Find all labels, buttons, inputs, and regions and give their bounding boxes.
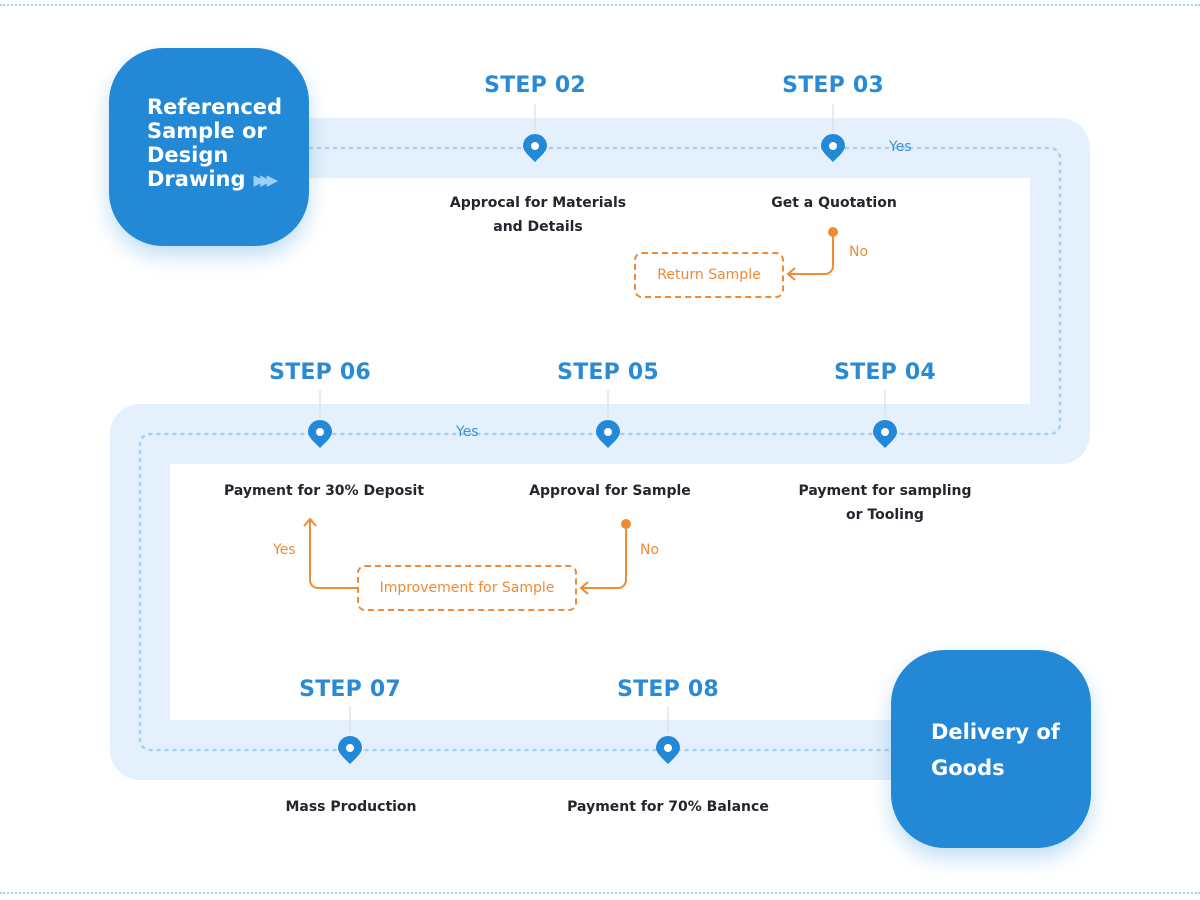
step-02-caption: Approcal for Materials and Details	[418, 191, 658, 239]
caption-line: Get a Quotation	[771, 195, 897, 211]
start-line: Sample or	[147, 119, 267, 143]
map-pin-icon	[656, 736, 680, 764]
start-line-text: Drawing	[147, 167, 246, 191]
top-dotted-border	[0, 4, 1200, 6]
caption-line: or Tooling	[846, 507, 924, 523]
step-07-title: STEP 07	[299, 677, 401, 702]
yes-label-improvement: Yes	[273, 542, 296, 558]
caption-line: Payment for 70% Balance	[567, 799, 769, 815]
step-03-caption: Get a Quotation	[714, 191, 954, 215]
end-box: Delivery of Goods	[891, 650, 1091, 848]
caption-line: and Details	[493, 219, 583, 235]
arrow-icon	[786, 267, 796, 281]
caption-line: Mass Production	[285, 799, 417, 815]
end-line: Goods	[931, 756, 1005, 780]
triple-chevron-right-icon: ▶▶▶	[253, 171, 279, 189]
start-line: Referenced	[147, 95, 283, 119]
yes-label-quotation: Yes	[889, 139, 912, 155]
no-branch-arrow	[582, 529, 627, 589]
step-05-caption: Approval for Sample	[490, 479, 730, 503]
start-line: Design	[147, 143, 229, 167]
map-pin-icon	[338, 736, 362, 764]
dot-icon	[621, 519, 631, 529]
dot-icon	[828, 227, 838, 237]
start-line: Drawing ▶▶▶	[147, 167, 309, 192]
no-branch-arrow	[789, 237, 834, 275]
arrow-icon	[303, 517, 317, 527]
caption-line: Approval for Sample	[529, 483, 691, 499]
arrow-icon	[579, 581, 589, 595]
step-06-title: STEP 06	[269, 360, 371, 385]
step-05-title: STEP 05	[557, 360, 659, 385]
step-04-title: STEP 04	[834, 360, 936, 385]
return-sample-box: Return Sample	[634, 252, 784, 298]
no-label-sample: No	[640, 542, 660, 558]
map-pin-icon	[596, 420, 620, 448]
step-06-caption: Payment for 30% Deposit	[204, 479, 444, 503]
end-line: Delivery of	[931, 720, 1060, 744]
yes-label-sample-approval: Yes	[456, 424, 479, 440]
map-pin-icon	[821, 134, 845, 162]
step-04-caption: Payment for sampling or Tooling	[765, 479, 1005, 527]
step-03-title: STEP 03	[782, 73, 884, 98]
step-07-caption: Mass Production	[231, 795, 471, 819]
start-box: Referenced Sample or Design Drawing ▶▶▶	[109, 48, 309, 246]
process-track	[110, 118, 1090, 780]
bottom-dotted-border	[0, 892, 1200, 894]
map-pin-icon	[523, 134, 547, 162]
improvement-sample-box: Improvement for Sample	[357, 565, 577, 611]
map-pin-icon	[308, 420, 332, 448]
no-label-quotation: No	[849, 244, 869, 260]
map-pin-icon	[873, 420, 897, 448]
yes-branch-arrow	[309, 520, 358, 589]
step-02-title: STEP 02	[484, 73, 586, 98]
step-08-caption: Payment for 70% Balance	[548, 795, 788, 819]
caption-line: Payment for 30% Deposit	[223, 483, 425, 499]
caption-line: Approcal for Materials	[449, 195, 627, 211]
caption-line: Payment for sampling	[798, 483, 972, 499]
step-08-title: STEP 08	[617, 677, 719, 702]
